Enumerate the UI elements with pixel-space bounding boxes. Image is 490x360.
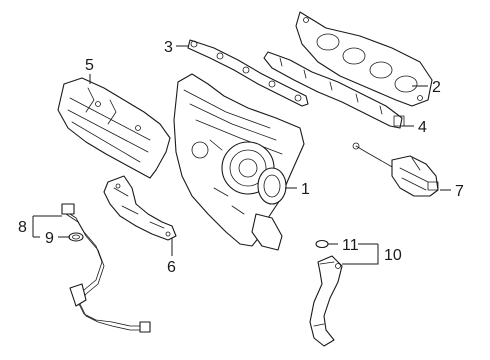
part-6-bracket bbox=[103, 175, 177, 241]
callout-5: 5 bbox=[85, 57, 94, 74]
part-7-actuator bbox=[352, 142, 439, 197]
part-3-gasket-strip bbox=[187, 39, 309, 107]
callout-7: 7 bbox=[455, 183, 464, 200]
callout-6: 6 bbox=[167, 259, 176, 276]
part-5-heat-shield bbox=[57, 77, 171, 179]
callout-11: 11 bbox=[342, 237, 359, 254]
part-10-coolant-hose bbox=[309, 239, 343, 347]
callout-4: 4 bbox=[418, 119, 427, 136]
leader-lines bbox=[32, 45, 451, 265]
callout-8: 8 bbox=[18, 219, 27, 236]
part-9-sealing-ring bbox=[68, 232, 84, 242]
part-2-manifold-gasket bbox=[295, 11, 433, 107]
callout-3: 3 bbox=[164, 39, 173, 56]
part-4-bracket-strip bbox=[263, 51, 405, 129]
callout-1: 1 bbox=[301, 181, 310, 198]
callout-9: 9 bbox=[45, 230, 54, 247]
callout-10: 10 bbox=[384, 247, 402, 264]
callout-labels: 1 2 3 4 5 6 7 8 9 10 11 bbox=[18, 39, 464, 276]
part-8-oil-pipe bbox=[61, 203, 151, 333]
callout-2: 2 bbox=[432, 79, 441, 96]
part-1-turbocharger bbox=[173, 73, 305, 251]
